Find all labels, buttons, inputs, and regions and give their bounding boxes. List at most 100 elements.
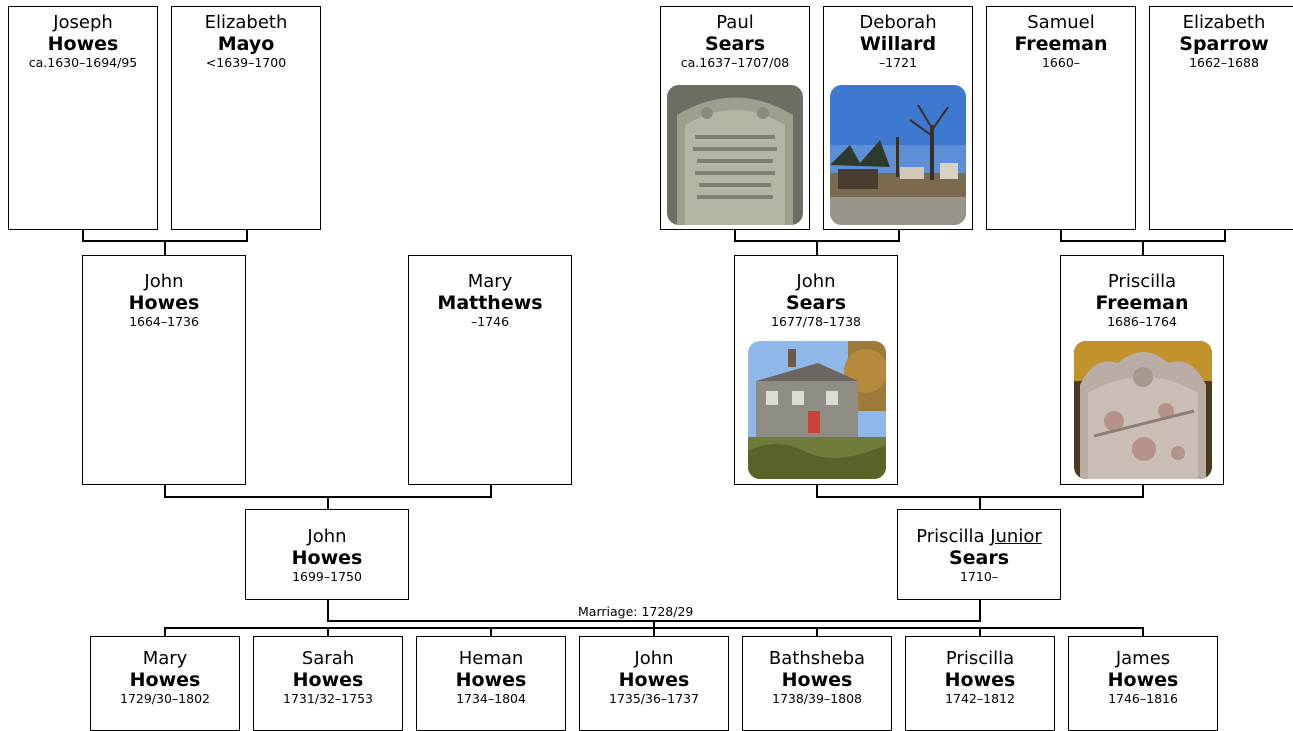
life-dates: –1746 bbox=[470, 314, 510, 329]
cemetery-photo[interactable] bbox=[830, 85, 966, 225]
given-name: James bbox=[1115, 648, 1171, 669]
given-name: Bathsheba bbox=[768, 648, 866, 669]
child-card-heman-howes[interactable]: Heman Howes 1734–1804 bbox=[416, 636, 566, 731]
marriage-label: Marriage: 1728/29 bbox=[578, 604, 694, 619]
life-dates: 1746–1816 bbox=[1108, 691, 1178, 706]
surname: Howes bbox=[292, 669, 364, 691]
surname: Sparrow bbox=[1179, 33, 1269, 55]
connector-line bbox=[898, 229, 900, 241]
connector-line bbox=[734, 229, 736, 241]
house-photo[interactable] bbox=[748, 341, 886, 479]
life-dates: 1662–1688 bbox=[1189, 55, 1259, 70]
surname: Sears bbox=[785, 292, 847, 314]
surname: Howes bbox=[129, 669, 201, 691]
connector-line bbox=[1224, 229, 1226, 241]
connector-line bbox=[164, 484, 166, 497]
child-card-priscilla-howes[interactable]: Priscilla Howes 1742–1812 bbox=[905, 636, 1055, 731]
life-dates: –1721 bbox=[878, 55, 918, 70]
person-card-samuel-freeman[interactable]: Samuel Freeman 1660– bbox=[986, 6, 1136, 230]
life-dates: 1710– bbox=[959, 569, 999, 584]
life-dates: 1729/30–1802 bbox=[120, 691, 210, 706]
given-name: Mary bbox=[467, 271, 513, 292]
connector-line bbox=[653, 620, 655, 628]
connector-line bbox=[327, 599, 329, 621]
life-dates: 1660– bbox=[1041, 55, 1081, 70]
child-card-john-howes[interactable]: John Howes 1735/36–1737 bbox=[579, 636, 729, 731]
person-card-john-howes-1664[interactable]: John Howes 1664–1736 bbox=[82, 255, 246, 485]
given-name: Elizabeth bbox=[1182, 12, 1266, 33]
surname: Howes bbox=[944, 669, 1016, 691]
connector-line bbox=[164, 240, 166, 256]
life-dates: ca.1637–1707/08 bbox=[680, 55, 790, 70]
connector-line bbox=[653, 627, 655, 637]
life-dates: 1734–1804 bbox=[456, 691, 526, 706]
given-name: Deborah bbox=[859, 12, 937, 33]
given-name: Priscilla bbox=[1107, 271, 1177, 292]
connector-line bbox=[490, 627, 492, 637]
given-name: Elizabeth bbox=[204, 12, 288, 33]
connector-line bbox=[979, 599, 981, 621]
person-card-john-howes-1699[interactable]: John Howes 1699–1750 bbox=[245, 509, 409, 600]
connector-line bbox=[1142, 484, 1144, 497]
given-name: Sarah bbox=[301, 648, 355, 669]
given-name: Paul bbox=[716, 12, 754, 33]
connector-line bbox=[1142, 240, 1144, 256]
life-dates: 1742–1812 bbox=[945, 691, 1015, 706]
connector-line bbox=[327, 627, 329, 637]
life-dates: ca.1630–1694/95 bbox=[28, 55, 138, 70]
given-name: John bbox=[796, 271, 836, 292]
child-card-mary-howes[interactable]: Mary Howes 1729/30–1802 bbox=[90, 636, 240, 731]
given-name: Heman bbox=[458, 648, 524, 669]
surname: Howes bbox=[455, 669, 527, 691]
person-card-mary-matthews[interactable]: Mary Matthews –1746 bbox=[408, 255, 572, 485]
surname: Howes bbox=[618, 669, 690, 691]
life-dates: 1664–1736 bbox=[129, 314, 199, 329]
surname: Willard bbox=[859, 33, 937, 55]
person-card-elizabeth-mayo[interactable]: Elizabeth Mayo <1639–1700 bbox=[171, 6, 321, 230]
child-card-sarah-howes[interactable]: Sarah Howes 1731/32–1753 bbox=[253, 636, 403, 731]
given-name: Priscilla bbox=[916, 526, 985, 547]
given-name-suffix: Junior bbox=[990, 526, 1042, 547]
life-dates: 1699–1750 bbox=[292, 569, 362, 584]
life-dates: 1686–1764 bbox=[1107, 314, 1177, 329]
life-dates: <1639–1700 bbox=[205, 55, 287, 70]
life-dates: 1735/36–1737 bbox=[609, 691, 699, 706]
surname: Sears bbox=[704, 33, 766, 55]
life-dates: 1731/32–1753 bbox=[283, 691, 373, 706]
connector-line bbox=[816, 484, 818, 497]
person-card-deborah-willard[interactable]: Deborah Willard –1721 bbox=[823, 6, 973, 230]
child-card-james-howes[interactable]: James Howes 1746–1816 bbox=[1068, 636, 1218, 731]
connector-line bbox=[82, 229, 84, 241]
connector-line bbox=[979, 496, 981, 510]
surname: Howes bbox=[128, 292, 200, 314]
connector-line bbox=[327, 496, 329, 510]
connector-line bbox=[490, 484, 492, 497]
gravestone-photo[interactable] bbox=[667, 85, 803, 225]
person-card-elizabeth-sparrow[interactable]: Elizabeth Sparrow 1662–1688 bbox=[1149, 6, 1293, 230]
given-name: John bbox=[144, 271, 184, 292]
connector-line bbox=[1060, 229, 1062, 241]
surname: Sears bbox=[948, 547, 1010, 569]
surname: Freeman bbox=[1014, 33, 1108, 55]
surname: Howes bbox=[291, 547, 363, 569]
gravestone-photo[interactable] bbox=[1074, 341, 1212, 479]
given-name: John bbox=[307, 526, 347, 547]
surname: Mayo bbox=[217, 33, 275, 55]
surname: Howes bbox=[1107, 669, 1179, 691]
surname: Matthews bbox=[437, 292, 543, 314]
person-card-priscilla-junior-sears[interactable]: Priscilla Junior Sears 1710– bbox=[897, 509, 1061, 600]
child-card-bathsheba-howes[interactable]: Bathsheba Howes 1738/39–1808 bbox=[742, 636, 892, 731]
person-card-priscilla-freeman[interactable]: Priscilla Freeman 1686–1764 bbox=[1060, 255, 1224, 485]
connector-line bbox=[164, 627, 166, 637]
given-name: Mary bbox=[142, 648, 188, 669]
given-name: Samuel bbox=[1027, 12, 1095, 33]
given-name: Joseph bbox=[53, 12, 113, 33]
person-card-joseph-howes[interactable]: Joseph Howes ca.1630–1694/95 bbox=[8, 6, 158, 230]
given-name: John bbox=[634, 648, 674, 669]
connector-line bbox=[979, 627, 981, 637]
person-card-john-sears[interactable]: John Sears 1677/78–1738 bbox=[734, 255, 898, 485]
connector-line bbox=[816, 240, 818, 256]
person-card-paul-sears[interactable]: Paul Sears ca.1637–1707/08 bbox=[660, 6, 810, 230]
connector-line bbox=[246, 229, 248, 241]
surname: Howes bbox=[781, 669, 853, 691]
